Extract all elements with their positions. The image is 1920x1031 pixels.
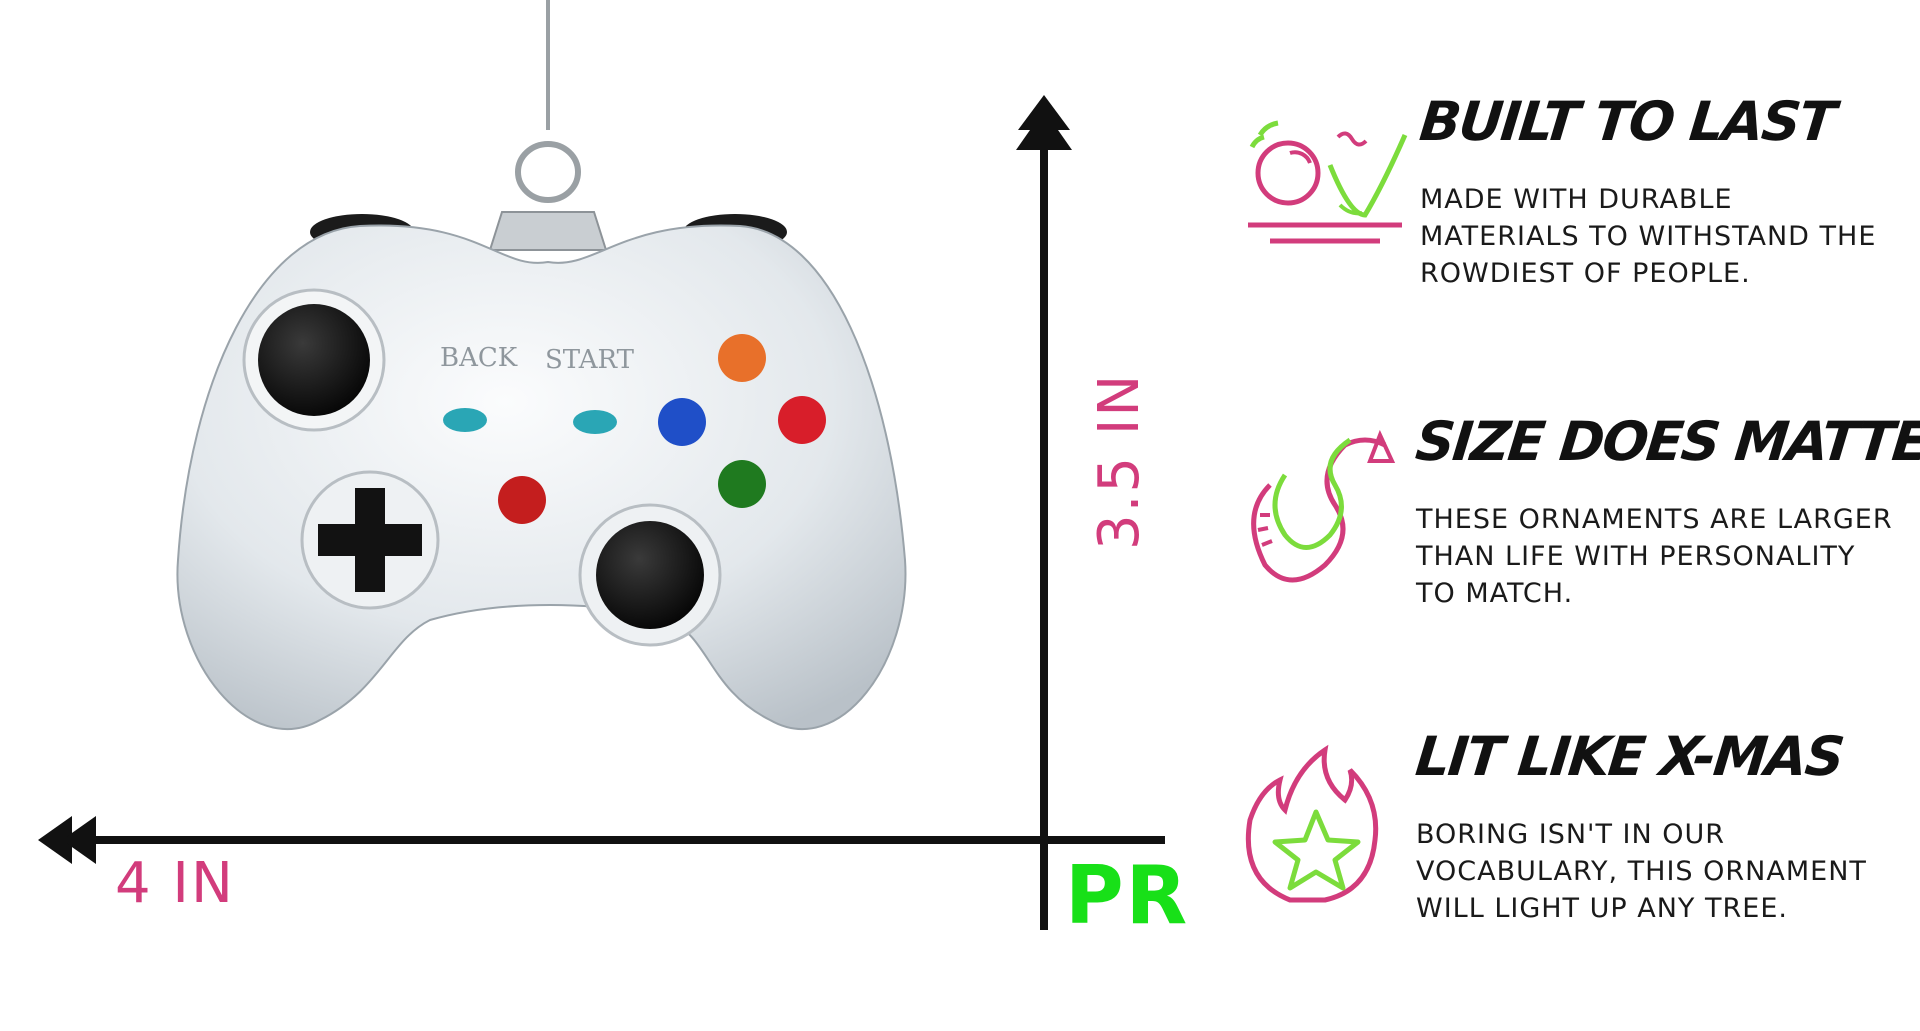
back-label: BACK [440,343,518,373]
right-stick [596,521,704,629]
face-button-left [658,398,706,446]
height-dimension-label: 3.5 IN [1087,372,1152,550]
feature-title: Size does matter [1412,410,1920,473]
width-dimension-label: 4 IN [115,851,235,916]
brand-logo: PR [1065,849,1190,942]
feature-size-does-matter: Size does matter These ornaments are lar… [1230,410,1920,675]
feature-title: Lit like X-mas [1412,725,1846,788]
guide-button [498,476,546,524]
measuring-tape-icon [1251,429,1396,583]
face-button-right [778,396,826,444]
back-button [443,408,487,432]
start-label: START [545,345,635,375]
height-axis-arrow-2 [1016,110,1072,150]
hanger-loop [515,141,581,203]
feature-title: Built to last [1416,90,1838,153]
width-axis-arrow-1 [38,816,72,864]
feature-description: Boring isn't in our vocabulary, this orn… [1416,819,1867,924]
face-button-bottom [718,460,766,508]
flaming-star-icon [1245,744,1379,903]
bouncing-ball-icon [1248,120,1408,244]
feature-lit-like-xmas: Lit like X-mas Boring isn't in our vocab… [1230,725,1910,990]
feature-built-to-last: Built to last Made with durable material… [1230,90,1910,355]
left-stick [258,304,370,416]
width-axis-arrow-2 [62,816,96,864]
start-button [573,410,617,434]
dimension-axes [38,95,1165,930]
face-button-top [718,334,766,382]
feature-description: These ornaments are larger than life wit… [1416,504,1893,609]
feature-description: Made with durable materials to withstand… [1420,184,1877,289]
dpad [318,488,422,592]
controller-ornament-image: BACK START [176,0,907,730]
height-dimension-label-wrapper: 3.5 IN [1087,360,1172,560]
